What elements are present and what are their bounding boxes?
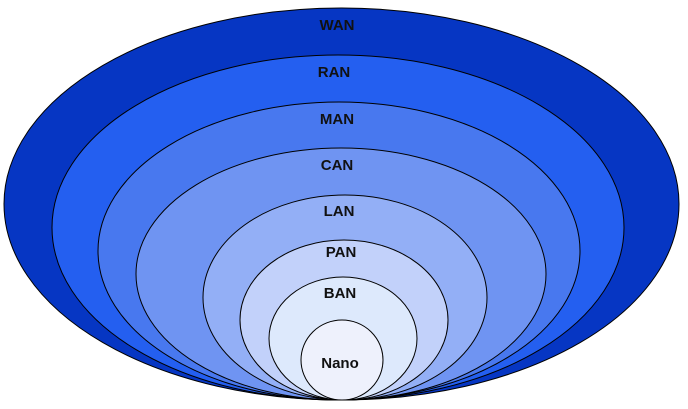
ring-ran-label: RAN [318, 64, 351, 81]
ring-nano: Nano [300, 319, 384, 401]
ring-can-label: CAN [321, 157, 354, 174]
ring-lan-label: LAN [324, 203, 355, 220]
ring-man-label: MAN [320, 111, 354, 128]
ring-nano-shape [300, 319, 384, 401]
ring-nano-label: Nano [321, 355, 359, 372]
ring-ban-label: BAN [324, 285, 357, 302]
ring-wan-label: WAN [320, 17, 355, 34]
ring-pan-label: PAN [326, 244, 357, 261]
